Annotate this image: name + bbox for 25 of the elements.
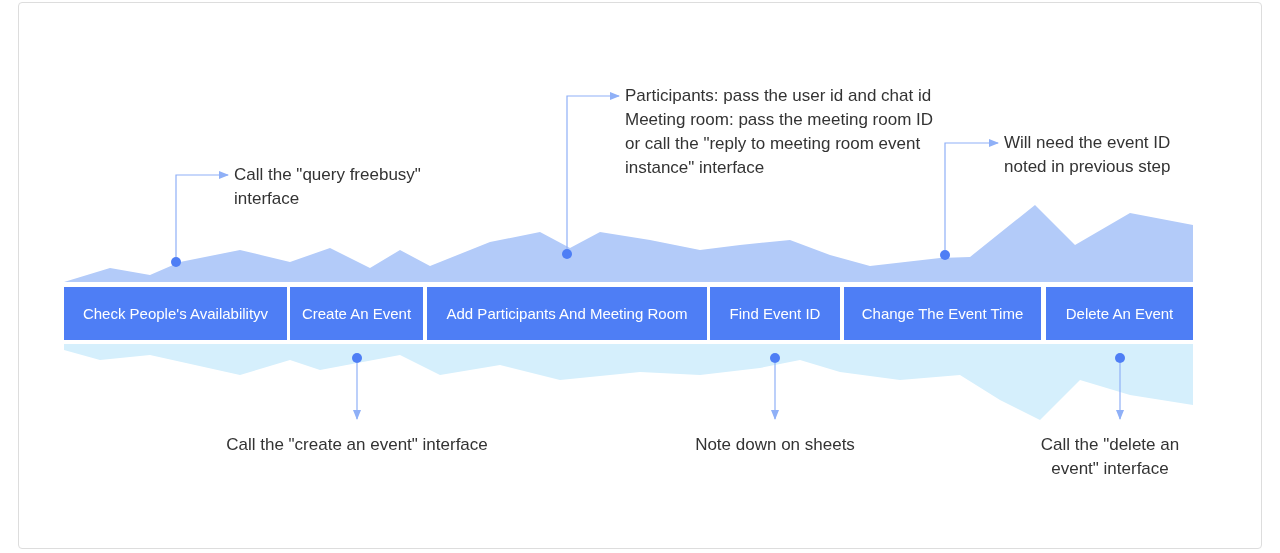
leader-line xyxy=(771,362,779,420)
dot-marker xyxy=(1115,353,1125,363)
step-box: Check People's Availabilityv xyxy=(64,287,287,340)
step-box: Find Event ID xyxy=(710,287,840,340)
dot-marker xyxy=(940,250,950,260)
callout-text: Meeting room: pass the meeting room ID or call the "reply to meeting room event instance" interface xyxy=(625,109,935,179)
dot-marker xyxy=(770,353,780,363)
step-box: Delete An Event xyxy=(1046,287,1193,340)
step-box: Change The Event Time xyxy=(844,287,1041,340)
callout-text: Call the "delete an event" interface xyxy=(1020,433,1200,481)
callout-text: Call the "create an event" interface xyxy=(192,433,522,457)
leader-line xyxy=(175,171,229,258)
leader-line xyxy=(1116,362,1124,420)
dot-marker xyxy=(171,257,181,267)
step-box: Create An Event xyxy=(290,287,423,340)
step-box: Add Participants And Meeting Room xyxy=(427,287,707,340)
callout-text: Note down on sheets xyxy=(670,433,880,457)
callout-text: Call the "query freebusy" interface xyxy=(234,163,484,211)
callout-text: Will need the event ID noted in previous step xyxy=(1004,131,1204,179)
leader-line xyxy=(944,139,999,251)
dot-marker xyxy=(562,249,572,259)
dot-marker xyxy=(352,353,362,363)
callout-text: Participants: pass the user id and chat id xyxy=(625,85,933,107)
leader-line xyxy=(353,362,361,420)
leader-line xyxy=(566,92,620,250)
